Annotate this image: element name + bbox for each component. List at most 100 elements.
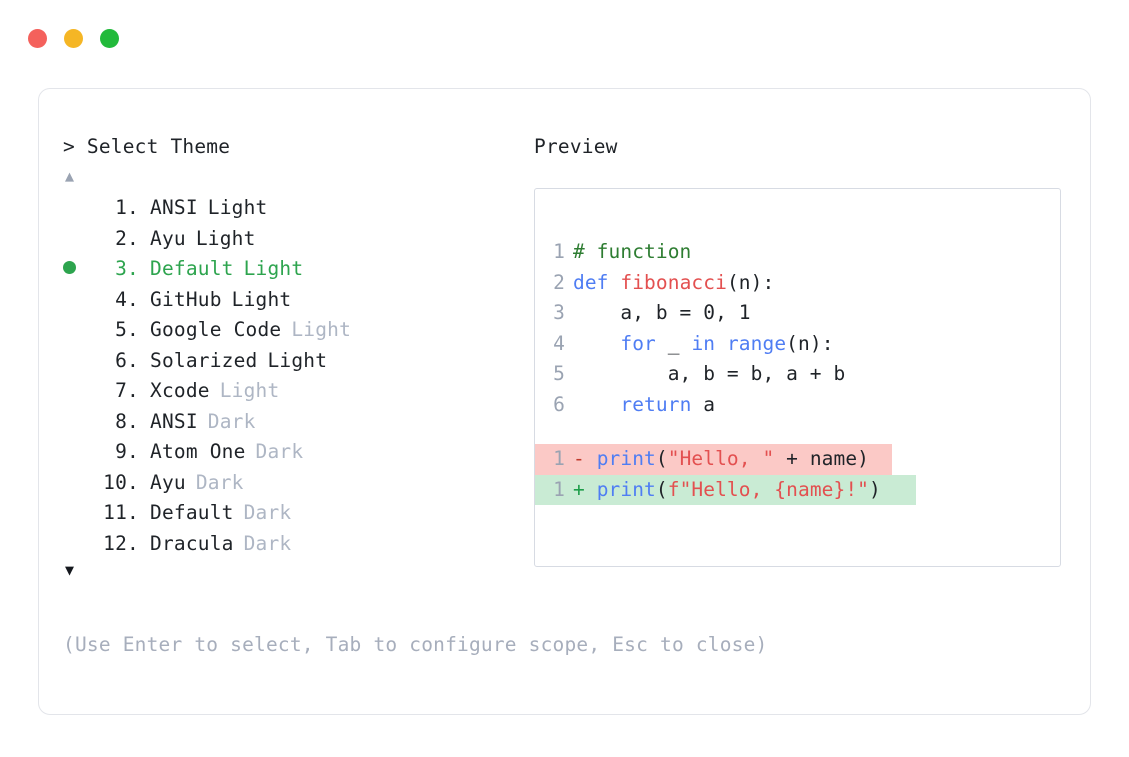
theme-list-item[interactable]: 2. Ayu Light	[63, 224, 533, 255]
theme-item-name: Dracula	[150, 531, 234, 555]
theme-item-name: Default	[150, 501, 234, 524]
theme-item-name: Atom One	[150, 440, 246, 463]
code-token-fn: fibonacci	[620, 270, 727, 294]
code-line: 6 return a	[535, 390, 1060, 421]
theme-item-name: Google Code	[150, 318, 282, 341]
code-token-plain: a, b = 0, 1	[573, 301, 751, 324]
theme-item-variant: Dark	[255, 440, 304, 463]
theme-item-index: 1.	[115, 196, 139, 219]
theme-item-index: 3.	[115, 257, 139, 280]
code-token-plain	[573, 332, 620, 355]
theme-item-name: ANSI	[150, 409, 198, 433]
theme-item-variant: Light	[267, 348, 328, 372]
window-titlebar	[0, 0, 1129, 76]
code-line: 4 for _ in range(n):	[535, 329, 1060, 360]
keyboard-hint: (Use Enter to select, Tab to configure s…	[63, 633, 768, 656]
diff-block: 1- print("Hello, " + name)1+ print(f"Hel…	[535, 444, 1060, 505]
theme-item-index: 6.	[115, 348, 139, 372]
line-number: 2	[553, 270, 565, 294]
selected-bullet-icon	[63, 254, 93, 285]
code-token-kw: print	[596, 477, 656, 501]
line-number: 6	[553, 392, 565, 416]
code-line-source: return a	[573, 390, 715, 421]
theme-item-variant: Light	[219, 379, 280, 402]
prompt-label: Select Theme	[86, 135, 231, 158]
diff-sign-gap	[585, 478, 597, 501]
code-token-kw: range	[726, 331, 787, 355]
code-line: 2 def fibonacci(n):	[535, 268, 1060, 299]
theme-list-item[interactable]: 8. ANSI Dark	[63, 407, 533, 438]
code-line: 1 # function	[535, 237, 1060, 268]
maximize-window-button[interactable]	[100, 28, 119, 48]
scroll-up-icon[interactable]: ▲	[65, 167, 75, 185]
theme-item-variant: Light	[243, 257, 304, 280]
diff-sign: -	[573, 447, 585, 470]
theme-item-variant: Dark	[243, 531, 292, 555]
code-line-source: a, b = 0, 1	[573, 298, 751, 329]
theme-item-variant: Light	[291, 318, 352, 341]
minimize-window-button[interactable]	[64, 28, 83, 48]
code-token-plain: (	[655, 477, 668, 501]
theme-list-item[interactable]: 9. Atom One Dark	[63, 437, 533, 468]
prompt-line: > Select Theme	[63, 133, 533, 161]
theme-item-variant: Dark	[195, 470, 244, 494]
page-title	[75, 135, 87, 158]
theme-item-variant: Light	[195, 226, 256, 250]
code-token-plain: + name)	[774, 447, 870, 470]
theme-item-name: Ayu	[150, 470, 186, 494]
theme-list-item[interactable]: 12. Dracula Dark	[63, 529, 533, 560]
theme-item-index: 2.	[115, 226, 139, 250]
theme-item-index: 9.	[115, 440, 139, 463]
theme-list-item[interactable]: 3. Default Light	[63, 254, 533, 285]
theme-item-name: Ayu	[150, 226, 186, 250]
line-number: 1	[553, 240, 565, 263]
code-token-str: "Hello, "	[667, 447, 775, 470]
scroll-down-icon[interactable]: ▼	[65, 561, 75, 579]
code-token-plain: _	[655, 331, 692, 355]
diff-line-highlight	[535, 474, 916, 505]
theme-item-index: 8.	[115, 409, 139, 433]
code-line-source: def fibonacci(n):	[573, 268, 774, 299]
code-token-str: f"Hello, {name}!"	[667, 477, 870, 501]
diff-line-highlight	[535, 444, 892, 475]
theme-list-item[interactable]: 6. Solarized Light	[63, 346, 533, 377]
code-token-plain: a, b = b, a + b	[573, 362, 846, 385]
code-token-kw: for	[620, 331, 656, 355]
theme-item-name: Xcode	[150, 379, 210, 402]
theme-item-index: 5.	[115, 318, 139, 341]
theme-item-name: Default	[150, 257, 234, 280]
code-token-kw: def	[573, 270, 621, 294]
code-token-comment: # function	[573, 240, 692, 263]
theme-item-variant: Light	[207, 196, 268, 219]
code-line-source: # function	[573, 237, 691, 268]
code-token-plain: (	[655, 447, 668, 470]
code-token-plain: a	[691, 392, 716, 416]
diff-line-source: + print(f"Hello, {name}!")	[573, 475, 881, 506]
line-number: 4	[553, 331, 565, 355]
close-window-button[interactable]	[28, 28, 47, 48]
theme-item-index: 12.	[103, 531, 139, 555]
preview-title: Preview	[534, 135, 618, 158]
code-token-plain	[573, 393, 620, 416]
diff-line-source: - print("Hello, " + name)	[573, 444, 869, 475]
code-line-source: a, b = b, a + b	[573, 359, 846, 390]
theme-list-item[interactable]: 5. Google Code Light	[63, 315, 533, 346]
code-token-plain	[715, 332, 727, 355]
theme-item-variant: Dark	[207, 409, 256, 433]
traffic-light-group	[28, 28, 119, 48]
diff-sign: +	[573, 477, 585, 501]
theme-item-index: 11.	[103, 501, 139, 524]
code-line: 5 a, b = b, a + b	[535, 359, 1060, 390]
theme-item-name: Solarized	[150, 348, 258, 372]
